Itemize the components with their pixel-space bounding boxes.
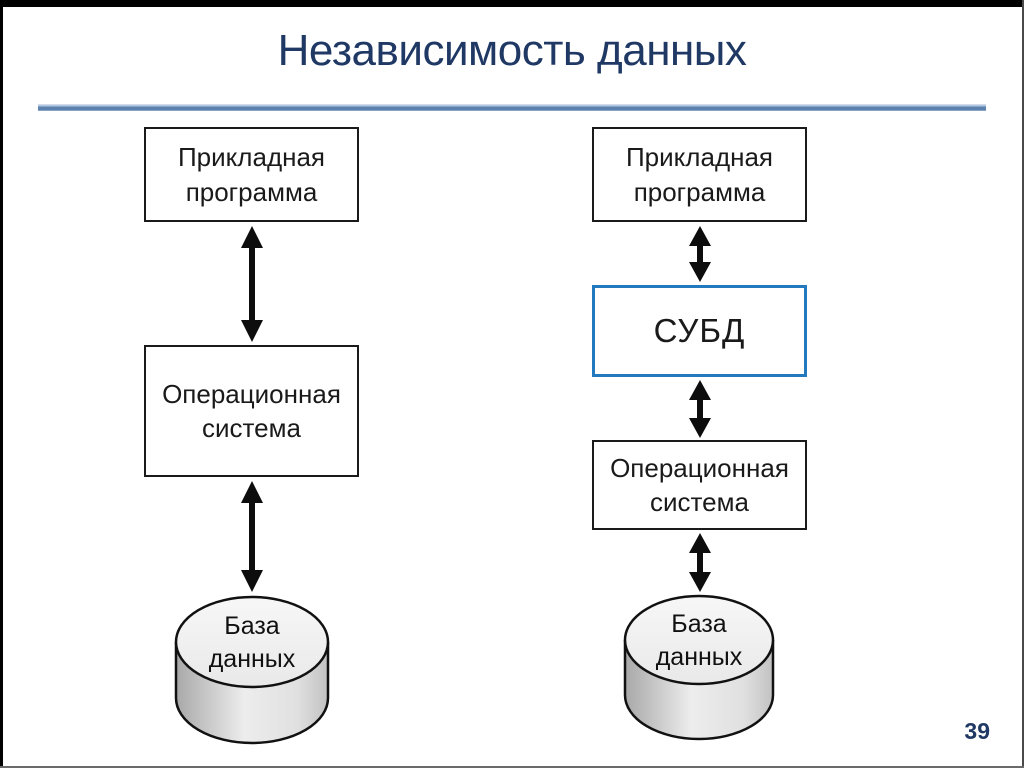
left-application-program-box: Прикладная программа bbox=[144, 127, 359, 222]
slide-frame-right bbox=[1022, 0, 1024, 768]
right-double-arrow-app-dbms bbox=[687, 226, 713, 282]
page-number: 39 bbox=[964, 718, 990, 744]
right-operating-system-box: Операционная система bbox=[592, 440, 807, 530]
left-operating-system-box: Операционная система bbox=[144, 345, 359, 477]
right-database-label: База данных bbox=[655, 610, 743, 671]
right-database-cylinder: База данных bbox=[623, 594, 775, 742]
left-double-arrow-app-os bbox=[239, 226, 265, 342]
left-double-arrow-os-db bbox=[239, 481, 265, 592]
right-application-program-box: Прикладная программа bbox=[592, 127, 807, 222]
database-cylinder-icon bbox=[174, 595, 330, 745]
slide-frame-left bbox=[0, 0, 3, 768]
slide-frame-bottom bbox=[0, 766, 1024, 768]
database-cylinder-icon bbox=[623, 594, 775, 741]
left-database-label: База данных bbox=[208, 612, 296, 673]
slide-title: Независимость данных bbox=[277, 26, 747, 75]
right-dbms-box: СУБД bbox=[592, 285, 807, 377]
right-double-arrow-dbms-os bbox=[687, 380, 713, 438]
right-double-arrow-os-db bbox=[687, 533, 713, 592]
slide-frame-top bbox=[0, 0, 1024, 7]
title-divider-rule bbox=[38, 104, 986, 111]
left-database-cylinder: База данных bbox=[174, 594, 330, 746]
